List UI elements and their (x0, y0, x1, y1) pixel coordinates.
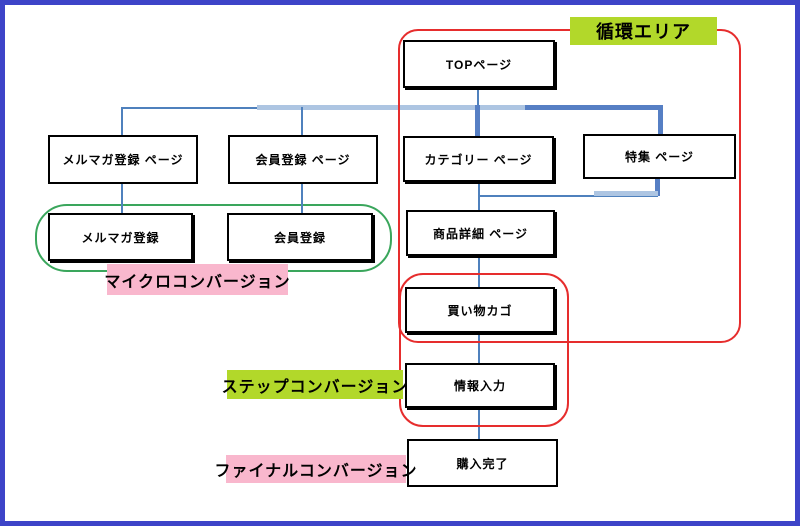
connector-bus-to-tokushu-page (658, 105, 663, 135)
connector-kago-to-joho (478, 333, 480, 363)
connector-bus-to-category-page (475, 105, 480, 136)
connector-tokushu-join-light-segment (594, 191, 658, 196)
flow-box-melmaga-reg: メルマガ登録 (48, 213, 193, 261)
step-conversion-area-outline (399, 273, 569, 427)
flow-box-konyu-kanryo: 購入完了 (407, 439, 558, 487)
flow-box-tokushu-page: 特集 ページ (583, 134, 736, 179)
label-micro-conversion: マイクロコンバージョン (104, 264, 290, 295)
flow-box-kaimono-kago: 買い物カゴ (405, 287, 555, 333)
connector-main-bus-dark-segment (525, 105, 663, 110)
flow-box-melmaga-page: メルマガ登録 ページ (48, 135, 198, 184)
flow-box-category-page: カテゴリー ページ (403, 136, 554, 182)
connector-bus-to-kaiin-page (301, 107, 303, 135)
connector-joho-to-konyu (478, 408, 480, 439)
label-junkan-area: 循環エリア (570, 17, 717, 45)
connector-tokushu-join (479, 195, 658, 197)
connector-main-bus-light-segment (257, 105, 525, 110)
label-step-conversion: ステップコンバージョン (222, 370, 407, 399)
flow-box-joho-nyuryoku: 情報入力 (405, 363, 555, 408)
label-final-conversion: ファイナルコンバージョン (214, 455, 417, 483)
flow-box-kaiin-reg: 会員登録 (227, 213, 373, 261)
flow-box-top-page: TOPページ (403, 40, 555, 88)
connector-melmaga-page-to-reg (121, 184, 123, 213)
connector-top-to-bus (477, 88, 479, 108)
connector-kaiin-page-to-reg (301, 184, 303, 213)
flow-box-shohin-page: 商品詳細 ページ (406, 210, 555, 256)
flow-box-kaiin-page: 会員登録 ページ (228, 135, 378, 184)
circulation-area-outline (398, 29, 741, 343)
connector-shohin-to-kago (478, 256, 480, 287)
connector-bus-to-melmaga-page (121, 107, 123, 135)
connector-tokushu-drop (655, 179, 660, 196)
